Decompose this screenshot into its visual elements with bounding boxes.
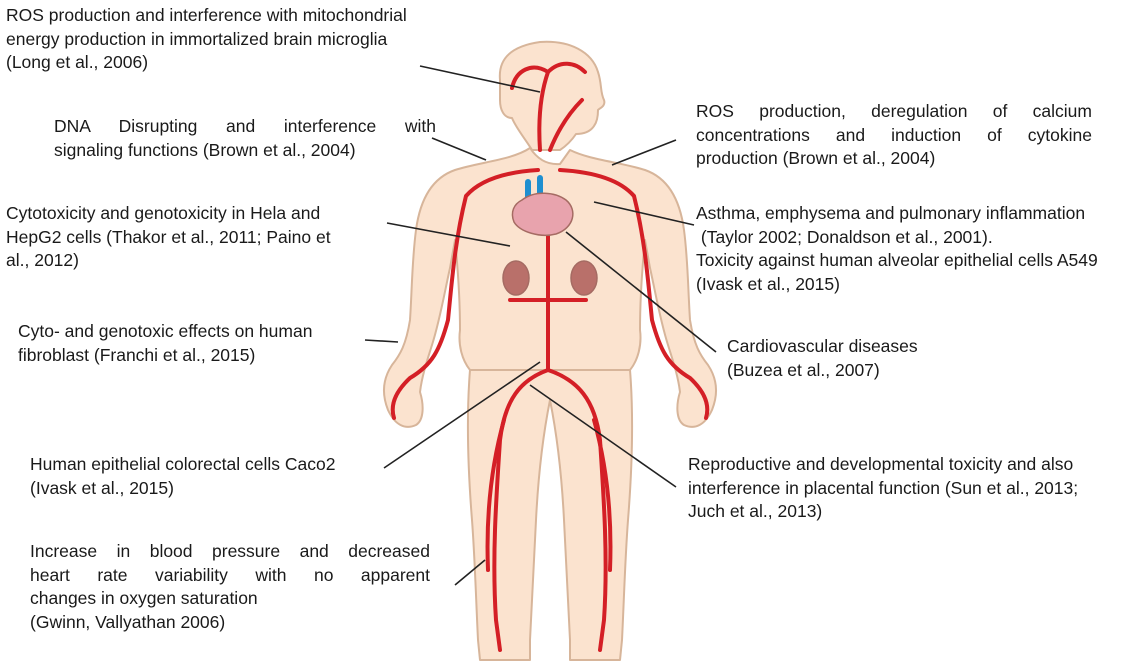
annotation-line: interference in placental function (Sun … bbox=[688, 477, 1133, 501]
heart bbox=[512, 193, 572, 235]
annotation-asthma: Asthma, emphysema and pulmonary inflamma… bbox=[696, 202, 1141, 296]
annotation-line: (Long et al., 2006) bbox=[6, 51, 474, 75]
annotation-line: (Gwinn, Vallyathan 2006) bbox=[30, 611, 430, 635]
annotation-line: DNA Disrupting and interference with bbox=[54, 115, 436, 139]
annotation-reproductive: Reproductive and developmental toxicity … bbox=[688, 453, 1133, 524]
annotation-line: Human epithelial colorectal cells Caco2 bbox=[30, 453, 380, 477]
annotation-caco2: Human epithelial colorectal cells Caco2 … bbox=[30, 453, 380, 500]
annotation-line: Toxicity against human alveolar epitheli… bbox=[696, 249, 1141, 273]
annotation-line: Cytotoxicity and genotoxicity in Hela an… bbox=[6, 202, 386, 226]
annotation-line: Cardiovascular diseases bbox=[727, 335, 987, 359]
annotation-line: production (Brown et al., 2004) bbox=[696, 147, 1092, 171]
annotation-line: ROS production, deregulation of calcium bbox=[696, 100, 1092, 124]
annotation-line: Asthma, emphysema and pulmonary inflamma… bbox=[696, 202, 1141, 226]
annotation-line: al., 2012) bbox=[6, 249, 386, 273]
annotation-cardiovascular: Cardiovascular diseases (Buzea et al., 2… bbox=[727, 335, 987, 382]
legs bbox=[468, 370, 632, 660]
annotation-line: ROS production and interference with mit… bbox=[6, 4, 474, 28]
annotation-line: Cyto- and genotoxic effects on human bbox=[18, 320, 368, 344]
annotation-line: (Ivask et al., 2015) bbox=[696, 273, 1141, 297]
head bbox=[500, 42, 605, 150]
annotation-line: Juch et al., 2013) bbox=[688, 500, 1133, 524]
annotation-fibroblast: Cyto- and genotoxic effects on human fib… bbox=[18, 320, 368, 367]
annotation-line: signaling functions (Brown et al., 2004) bbox=[54, 139, 436, 163]
annotation-line: changes in oxygen saturation bbox=[30, 587, 430, 611]
annotation-line: Reproductive and developmental toxicity … bbox=[688, 453, 1133, 477]
annotation-blood-pressure: Increase in blood pressure and decreased… bbox=[30, 540, 430, 634]
annotation-line: energy production in immortalized brain … bbox=[6, 28, 474, 52]
annotation-calcium: ROS production, deregulation of calcium … bbox=[696, 100, 1092, 171]
annotation-line: HepG2 cells (Thakor et al., 2011; Paino … bbox=[6, 226, 386, 250]
annotation-brain-microglia: ROS production and interference with mit… bbox=[6, 4, 474, 75]
annotation-line: Increase in blood pressure and decreased bbox=[30, 540, 430, 564]
annotation-line: fibroblast (Franchi et al., 2015) bbox=[18, 344, 368, 368]
annotation-line: concentrations and induction of cytokine bbox=[696, 124, 1092, 148]
left-kidney bbox=[503, 261, 529, 295]
annotation-line: heart rate variability with no apparent bbox=[30, 564, 430, 588]
annotation-line: (Taylor 2002; Donaldson et al., 2001). bbox=[696, 226, 1141, 250]
annotation-line: (Ivask et al., 2015) bbox=[30, 477, 380, 501]
arteries bbox=[393, 64, 708, 650]
annotation-line: (Buzea et al., 2007) bbox=[727, 359, 987, 383]
right-kidney bbox=[571, 261, 597, 295]
annotation-cytotoxicity-hela: Cytotoxicity and genotoxicity in Hela an… bbox=[6, 202, 386, 273]
annotation-dna-disrupting: DNA Disrupting and interference with sig… bbox=[54, 115, 436, 162]
